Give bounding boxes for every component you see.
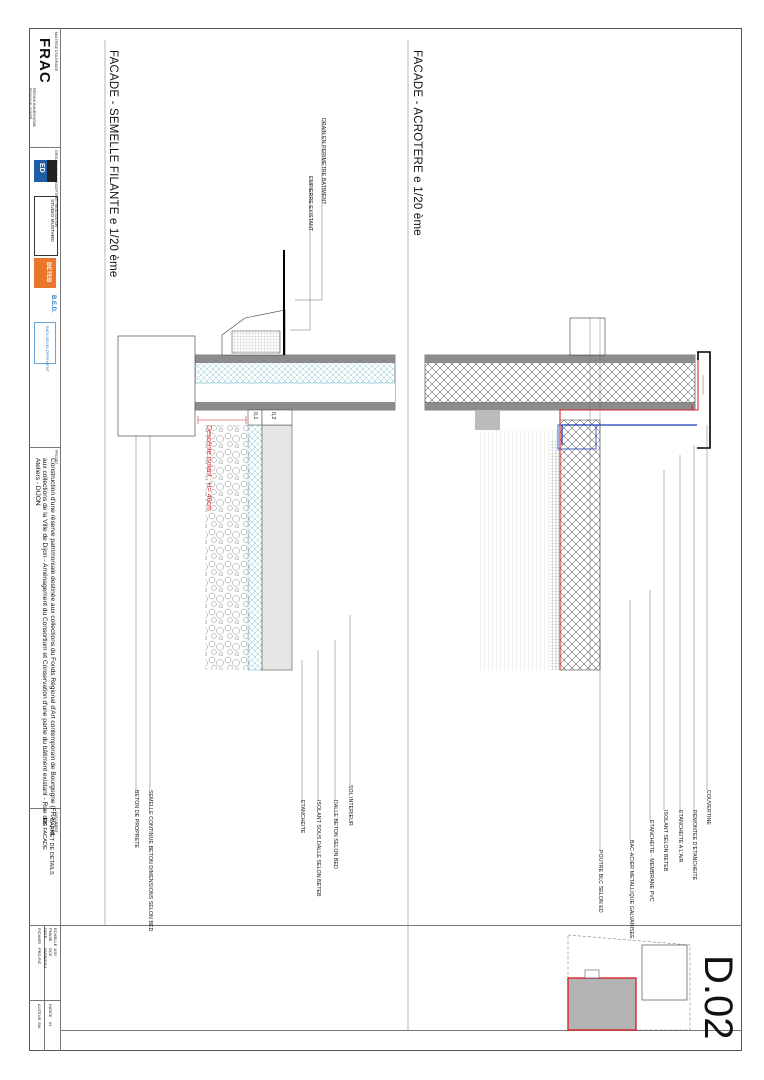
label-isolant-sous-dalle: ISOLANT SOUS DALLE SELON BETEB [315,800,321,897]
label-bac-acier: BAC-ACIER METALLIQUE GALVANISEE [628,840,634,939]
label-beton-proprete: BETON DE PROPRETE [133,790,139,849]
label-drain: DRAIN EN PERIMETRE BATIMENT [320,118,326,205]
title-block-divider [29,147,60,148]
label-dalle-beton: DALLE BETON SELON BED [332,800,338,869]
ed-logo-block [34,160,47,182]
label-remontee-etancheite: REMONTEE D'ETANCHEITE [691,810,697,881]
bien-dev-logo-box [34,322,56,364]
label-sol-interieur: SOL INTERIEUR [347,785,353,826]
title-block-divider [60,1030,742,1031]
label-isolant-beteb: ISOLANT SELON BETEB [662,810,668,872]
label-etancheite: ETANCHEITE [299,800,305,834]
label-couvertine: COUVERTINE [705,790,711,825]
title-block-divider [29,447,60,448]
ed-logo-mark [47,160,57,182]
title-block-divider [29,808,60,809]
title-block-divider [29,925,742,926]
studio-logo-box [34,196,58,256]
title-block-divider [60,28,61,1051]
sheet-border [29,28,742,1051]
title-block-divider [44,925,45,1051]
beteb-logo-block [34,258,56,288]
label-poutre-blc: POUTRE BLC SELON ED [597,850,603,913]
dimension-0-2: 0,2 [270,412,276,420]
label-membrane-pvc: ETANCHEITE - MEMBRANE PVC [648,820,654,902]
dimension-0-1: 0,1 [252,412,258,420]
label-empierre: EMPIERRE EXISTANT [307,176,313,232]
label-semelle-continue: SEMELLE CONTINUE BETON DIMENSIONS SELON … [147,790,153,932]
title-block-divider [29,1000,60,1001]
insulation-note: Descente isolant : H= 40cm [205,425,212,511]
label-etancheite-air: ETANCHEITE A L'AIR [677,810,683,863]
